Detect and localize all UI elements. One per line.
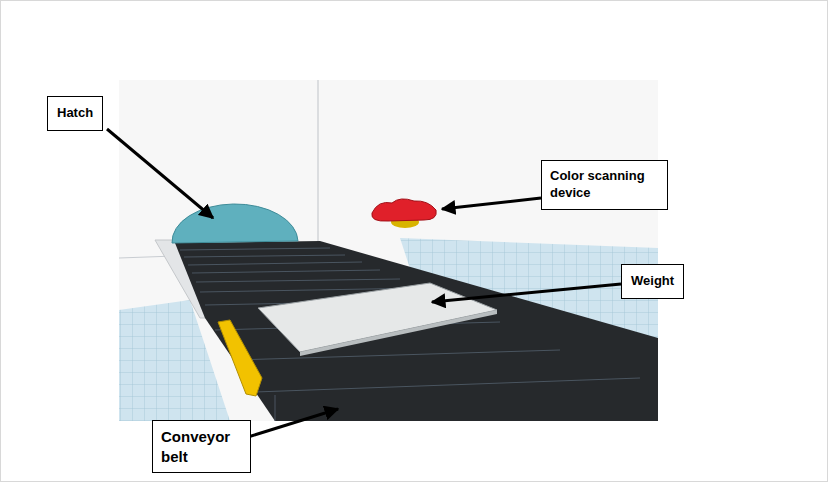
yellow-sensor [218, 320, 262, 396]
callout-label: Hatch [57, 105, 93, 122]
callout-box: Conveyor belt [152, 420, 251, 473]
callout-box: Weight [621, 264, 684, 299]
wall-edge [318, 80, 319, 262]
conveyor-belt [175, 241, 658, 421]
hatch-shape [172, 204, 298, 243]
callout-box: Hatch [47, 96, 103, 131]
weight-plate [258, 283, 497, 352]
callout-box: Color scanning device [541, 160, 668, 210]
callout-label: Weight [631, 273, 674, 290]
leader-arrow [107, 129, 213, 218]
leader-arrow [248, 409, 338, 437]
leader-arrow [432, 284, 621, 302]
weight-edge [300, 310, 497, 356]
leader-arrow [442, 198, 541, 209]
belt-slats [180, 248, 640, 421]
callout-label: Color scanning device [550, 168, 659, 202]
scene-background [119, 80, 658, 421]
color-scanner [372, 199, 436, 221]
callout-label: Conveyor belt [161, 427, 242, 466]
